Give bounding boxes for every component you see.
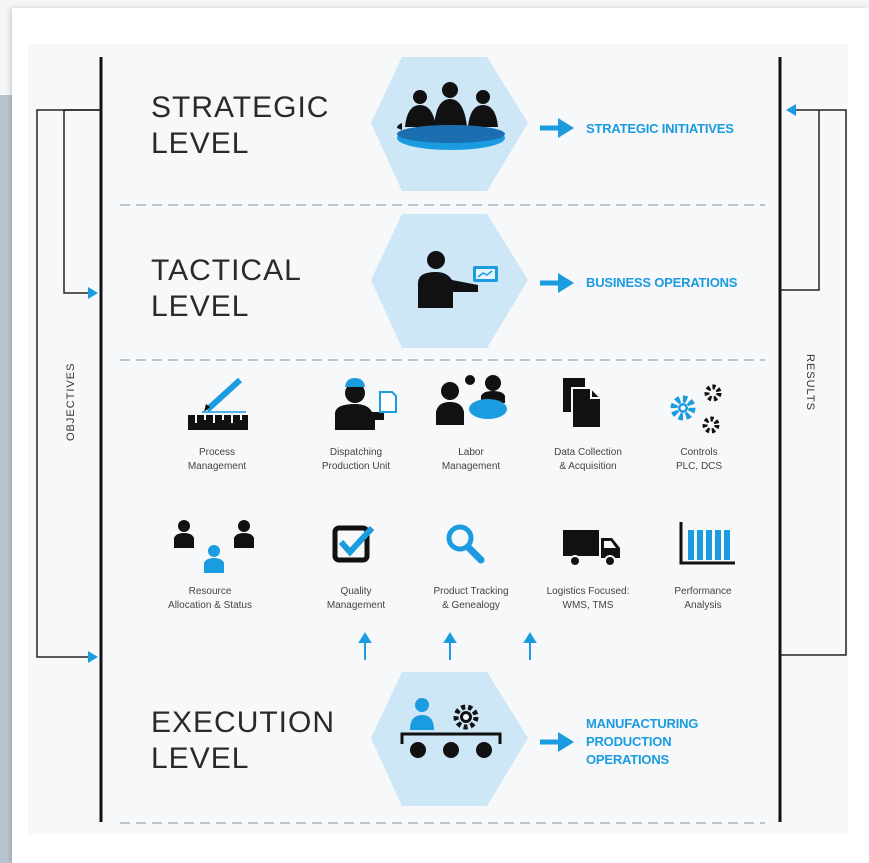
gears-icon bbox=[670, 384, 722, 434]
results-label: RESULTS bbox=[804, 354, 816, 411]
function-label-line: Management bbox=[326, 600, 386, 611]
objectives-arrow-tactical bbox=[88, 287, 98, 299]
function-label-labor-management: Labor Management bbox=[411, 446, 531, 474]
execution-output-line2: PRODUCTION bbox=[586, 734, 672, 749]
strategic-title-line1: STRATEGIC bbox=[151, 91, 330, 124]
checkbox-icon bbox=[332, 525, 375, 563]
upward-arrows bbox=[358, 632, 537, 660]
function-label-line: Analysis bbox=[684, 600, 722, 611]
ruler-pencil-icon bbox=[188, 377, 248, 430]
truck-icon bbox=[563, 530, 620, 567]
execution-title-line2: LEVEL bbox=[151, 742, 250, 775]
output-arrows bbox=[540, 125, 563, 745]
function-label-resource-allocation: Resource Allocation & Status bbox=[150, 585, 270, 613]
function-label-line: Performance bbox=[674, 586, 732, 597]
function-label-line: Process bbox=[198, 447, 236, 458]
conveyor-worker-icon bbox=[400, 698, 502, 758]
function-label-quality-management: Quality Management bbox=[296, 585, 416, 613]
function-label-line: Management bbox=[187, 461, 247, 472]
execution-title-line1: EXECUTION bbox=[151, 706, 336, 739]
function-label-line: WMS, TMS bbox=[562, 600, 614, 611]
strategic-output-label: STRATEGIC INITIATIVES bbox=[586, 121, 734, 136]
function-label-product-tracking: Product Tracking & Genealogy bbox=[411, 585, 531, 613]
function-label-line: Labor bbox=[458, 447, 484, 458]
function-label-controls: Controls PLC, DCS bbox=[639, 446, 759, 474]
presenter-icon bbox=[418, 251, 498, 308]
strategic-level-title: STRATEGIC LEVEL bbox=[151, 90, 329, 162]
documents-icon bbox=[563, 378, 602, 429]
team-icon bbox=[436, 375, 507, 425]
function-label-line: & Genealogy bbox=[442, 600, 500, 611]
function-label-line: Quality bbox=[340, 586, 372, 597]
function-label-line: Logistics Focused: bbox=[546, 586, 630, 597]
magnifier-icon bbox=[446, 524, 485, 564]
function-label-line: PLC, DCS bbox=[675, 461, 723, 472]
execution-output-line3: OPERATIONS bbox=[586, 752, 669, 767]
function-label-line: Production Unit bbox=[321, 461, 391, 472]
function-label-line: Management bbox=[441, 461, 501, 472]
boardroom-icon bbox=[397, 82, 505, 150]
function-label-line: Controls bbox=[680, 447, 718, 458]
execution-output-label: MANUFACTURING PRODUCTION OPERATIONS bbox=[586, 715, 698, 769]
execution-output-line1: MANUFACTURING bbox=[586, 716, 699, 731]
tactical-title-line1: TACTICAL bbox=[151, 254, 302, 287]
tactical-title-line2: LEVEL bbox=[151, 290, 250, 323]
hexagon-execution bbox=[371, 672, 528, 806]
bar-chart-icon bbox=[679, 522, 735, 565]
tactical-level-title: TACTICAL LEVEL bbox=[151, 253, 302, 325]
worker-document-icon bbox=[335, 378, 397, 430]
level-separators bbox=[120, 204, 765, 824]
objectives-arrow-execution bbox=[88, 651, 98, 663]
left-page-edge bbox=[0, 95, 12, 863]
output-arrowheads bbox=[558, 118, 574, 752]
results-bracket bbox=[780, 109, 847, 656]
objectives-label: OBJECTIVES bbox=[65, 362, 77, 441]
function-label-line: Dispatching bbox=[329, 447, 383, 458]
function-label-logistics: Logistics Focused: WMS, TMS bbox=[528, 585, 648, 613]
function-label-performance-analysis: Performance Analysis bbox=[643, 585, 763, 613]
people-network-icon bbox=[174, 520, 254, 573]
function-label-line: Data Collection bbox=[554, 447, 622, 458]
function-label-line: Resource bbox=[188, 586, 232, 597]
results-arrow bbox=[786, 104, 796, 116]
function-label-dispatching: Dispatching Production Unit bbox=[296, 446, 416, 474]
function-label-line: Allocation & Status bbox=[168, 600, 252, 611]
function-label-line: Product Tracking bbox=[433, 586, 509, 597]
function-label-process-management: Process Management bbox=[157, 446, 277, 474]
execution-level-title: EXECUTION LEVEL bbox=[151, 705, 335, 777]
strategic-title-line2: LEVEL bbox=[151, 127, 250, 160]
tactical-output-label: BUSINESS OPERATIONS bbox=[586, 275, 738, 290]
function-label-line: & Acquisition bbox=[559, 461, 617, 472]
function-label-data-collection: Data Collection & Acquisition bbox=[528, 446, 648, 474]
objectives-bracket bbox=[36, 109, 101, 658]
